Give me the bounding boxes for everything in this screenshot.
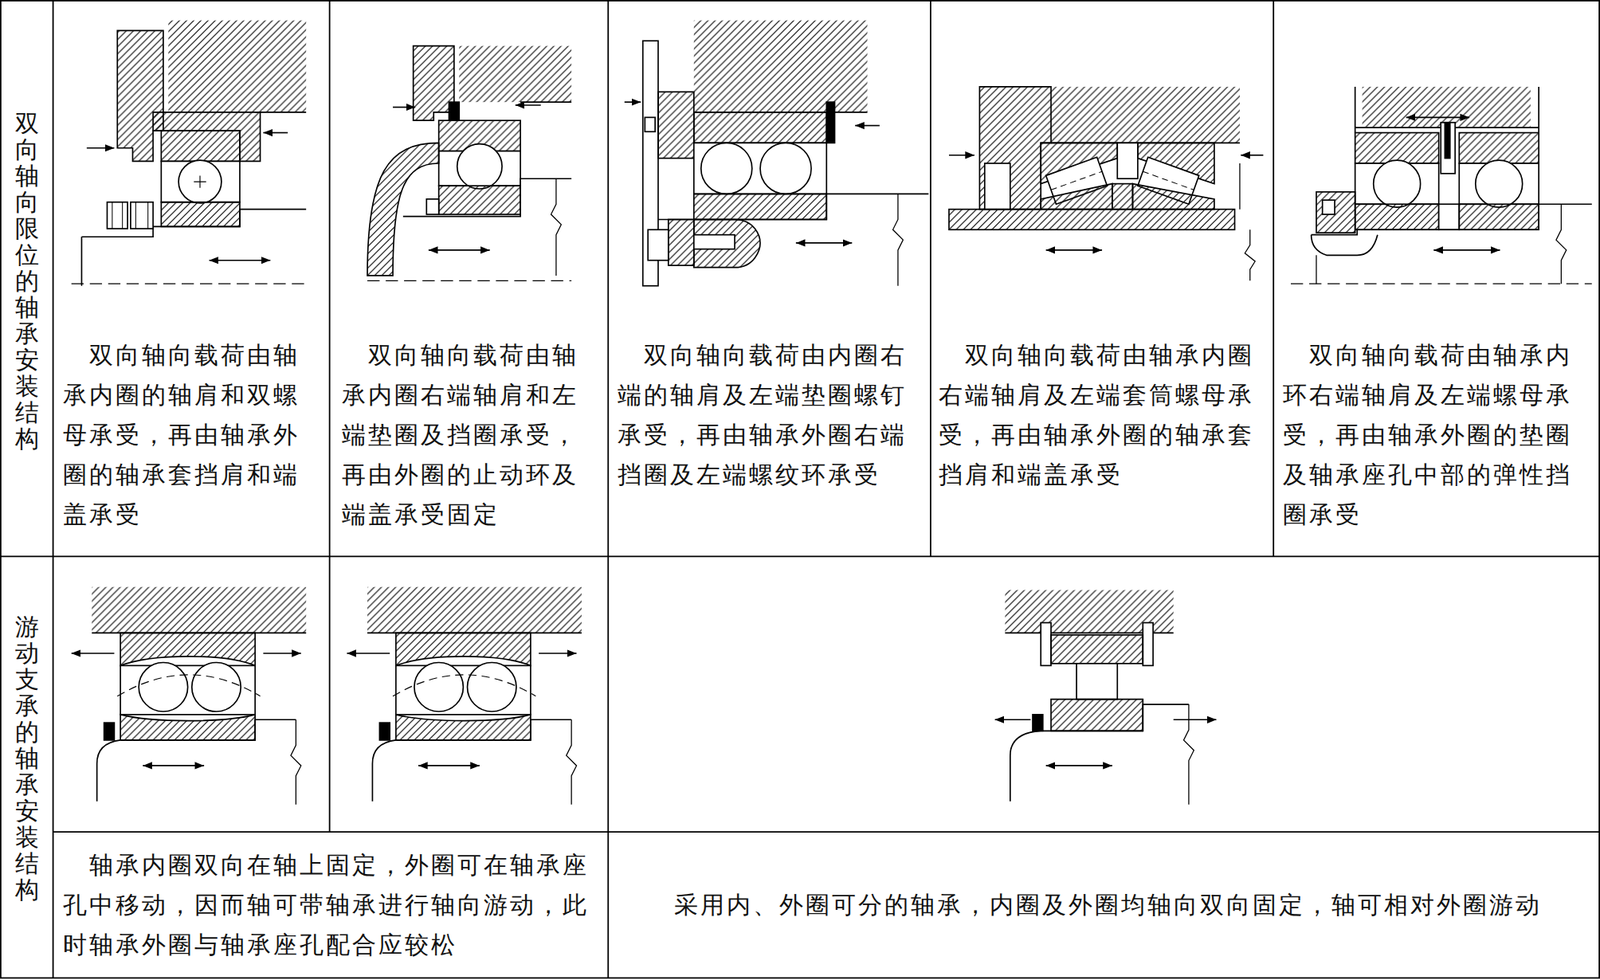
- table-cell-text: 轴承内圈双向在轴上固定，外圈可在轴承座孔中移动，因而轴可带轴承进行轴向游动，此时…: [62, 845, 594, 965]
- table-cell-text: 双向轴向载荷由轴承内环右端轴肩及左端螺母承受，再由轴承外圈的垫圈及轴承座孔中部的…: [1282, 335, 1577, 535]
- table-cell-text: 双向轴向载荷由内圈右端的轴肩及左端垫圈螺钉承受，再由轴承外圈右端挡圈及左端螺纹环…: [617, 335, 912, 495]
- bearing-figure-7: [346, 587, 582, 805]
- table-cell-text: 采用内、外圈可分的轴承，内圈及外圈均轴向双向固定，轴可相对外圈游动: [647, 885, 1593, 926]
- table-cell-text: 双向轴向载荷由轴承内圈右端轴肩及左端套筒螺母承受，再由轴承外圈的轴承套挡肩和端盖…: [938, 335, 1259, 495]
- bearing-figure-6: [71, 587, 307, 805]
- table-cell-text: 双向轴向载荷由轴承内圈右端轴肩和左端垫圈及挡圈承受，再由外圈的止动环及端盖承受固…: [341, 335, 584, 535]
- bearing-figure-8: [995, 590, 1217, 805]
- row-header: 游动支承的轴承安装结构: [15, 613, 40, 903]
- table-cell-text: 双向轴向载荷由轴承内圈的轴肩和双螺母承受，再由轴承外圈的轴承套挡肩和端盖承受: [62, 335, 305, 535]
- bearing-figure-3: [624, 20, 930, 287]
- bearing-figure-1: [71, 20, 307, 287]
- bearing-figure-4: [949, 86, 1263, 281]
- bearing-figure-5: [1290, 86, 1593, 284]
- row-header: 双向轴向限位的轴承安装结构: [15, 109, 40, 452]
- bearing-figure-2: [367, 46, 572, 282]
